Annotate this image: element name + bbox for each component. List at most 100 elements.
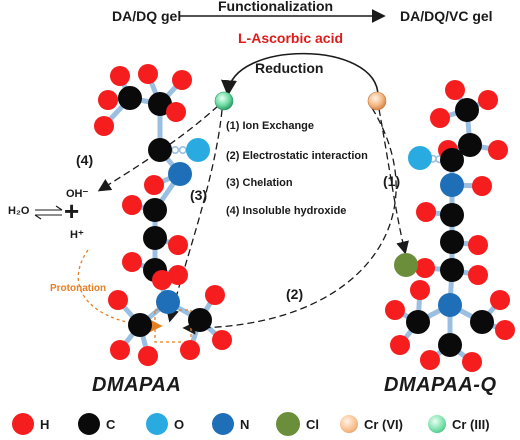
right-o-atom xyxy=(408,146,432,170)
double-bond-ring xyxy=(171,146,180,155)
chromium-vi-icon xyxy=(340,415,358,433)
right-h-atom xyxy=(390,335,410,355)
left-h-atom xyxy=(122,195,142,215)
reductant-label: L-Ascorbic acid xyxy=(238,30,344,46)
legend-label: C xyxy=(106,416,116,432)
right-c-atom xyxy=(440,148,464,172)
step-ion-exchange: (1) Ion Exchange xyxy=(226,120,315,132)
left-h-atom xyxy=(98,90,118,110)
hydroxide-arrow xyxy=(97,105,219,192)
hydrogen-atom-icon xyxy=(12,413,34,435)
right-h-atom xyxy=(410,280,430,300)
legend-label: O xyxy=(174,416,185,432)
electrostatic-arrow xyxy=(182,107,397,335)
carbon-atom-icon xyxy=(78,413,100,435)
left-h-atom xyxy=(180,340,200,360)
step-insoluble-hydroxide: (4) Insoluble hydroxide xyxy=(226,205,347,217)
arrow-number-3: (3) xyxy=(190,187,208,203)
right-c-atom xyxy=(440,258,464,282)
left-h-atom xyxy=(94,116,114,136)
step-electrostatic: (2) Electrostatic interaction xyxy=(226,150,368,162)
left-h-atom xyxy=(138,346,158,366)
chloride-ion-icon xyxy=(394,253,418,277)
arrow-number-2: (2) xyxy=(286,286,304,302)
left-h-atom xyxy=(144,175,164,195)
arrow-number-4: (4) xyxy=(76,152,94,168)
left-h-atom xyxy=(168,265,188,285)
ion-exchange-arrow xyxy=(378,108,409,255)
chlorine-atom-icon xyxy=(276,412,300,436)
left-h-atom xyxy=(108,290,128,310)
left-n-atom xyxy=(156,290,180,314)
cr-iii-ion-icon xyxy=(214,91,234,111)
right-h-atom xyxy=(385,300,405,320)
chromium-iii-icon xyxy=(428,415,446,433)
right-h-atom xyxy=(416,202,436,222)
right-h-atom xyxy=(468,235,488,255)
right-h-atom xyxy=(420,350,440,370)
nitrogen-atom-icon xyxy=(212,413,234,435)
right-h-atom xyxy=(468,265,488,285)
legend-item-c: C xyxy=(78,412,115,436)
right-h-atom xyxy=(445,80,465,100)
right-c-atom xyxy=(440,230,464,254)
step-chelation: (3) Chelation xyxy=(226,177,293,189)
right-n-atom xyxy=(438,293,462,317)
left-c-atom xyxy=(143,226,167,250)
left-c-atom xyxy=(188,308,212,332)
right-h-atom xyxy=(495,320,515,340)
right-c-atom xyxy=(470,310,494,334)
reduction-arrow xyxy=(221,52,379,97)
cr-vi-ion-icon xyxy=(367,91,387,111)
left-h-atom xyxy=(166,102,186,122)
oxygen-atom-icon xyxy=(146,413,168,435)
left-h-atom xyxy=(122,252,142,272)
legend-item-cr3: Cr (III) xyxy=(428,412,490,436)
right-c-atom xyxy=(455,98,479,122)
start-gel-label: DA/DQ gel xyxy=(112,8,182,24)
legend-item-cl: Cl xyxy=(276,412,319,436)
right-molecule-name: DMAPAA-Q xyxy=(384,374,497,396)
double-bond-ring xyxy=(178,146,187,155)
legend-label: N xyxy=(240,416,250,432)
left-h-atom xyxy=(110,340,130,360)
left-o-atom xyxy=(186,138,210,162)
left-h-atom xyxy=(152,270,172,290)
right-molecule-atoms xyxy=(385,80,515,372)
legend-item-cr6: Cr (VI) xyxy=(340,412,403,436)
plus-sign: + xyxy=(64,196,80,226)
right-h-atom xyxy=(490,290,510,310)
right-h-atom xyxy=(430,108,450,128)
left-h-atom xyxy=(110,66,130,86)
right-c-atom xyxy=(438,333,462,357)
protonation-label: Protonation xyxy=(50,283,107,294)
right-c-atom xyxy=(458,133,482,157)
water-label: H₂O xyxy=(8,205,30,217)
right-h-atom xyxy=(472,176,492,196)
left-h-atom xyxy=(172,70,192,90)
right-h-atom xyxy=(488,140,508,160)
legend-label: Cl xyxy=(306,416,319,432)
hydroxide-label: OH⁻ xyxy=(66,188,89,200)
legend-item-n: N xyxy=(212,412,249,436)
left-c-atom xyxy=(148,138,172,162)
left-h-atom xyxy=(138,64,158,84)
legend-item-o: O xyxy=(146,412,184,436)
left-h-atom xyxy=(168,235,188,255)
left-c-atom xyxy=(143,198,167,222)
arrow-number-1: (1) xyxy=(383,173,401,189)
reduction-label: Reduction xyxy=(255,60,324,76)
legend-item-h: H xyxy=(12,412,49,436)
legend-label: H xyxy=(40,416,50,432)
legend-label: Cr (III) xyxy=(452,416,490,432)
product-gel-label: DA/DQ/VC gel xyxy=(400,8,493,24)
right-c-atom xyxy=(440,203,464,227)
right-n-atom xyxy=(440,173,464,197)
left-h-atom xyxy=(205,285,225,305)
atom-legend: H C O N Cl Cr (VI) Cr (III) xyxy=(0,406,520,440)
left-molecule-name: DMAPAA xyxy=(92,374,182,396)
left-h-atom xyxy=(212,330,232,350)
right-h-atom xyxy=(478,90,498,110)
